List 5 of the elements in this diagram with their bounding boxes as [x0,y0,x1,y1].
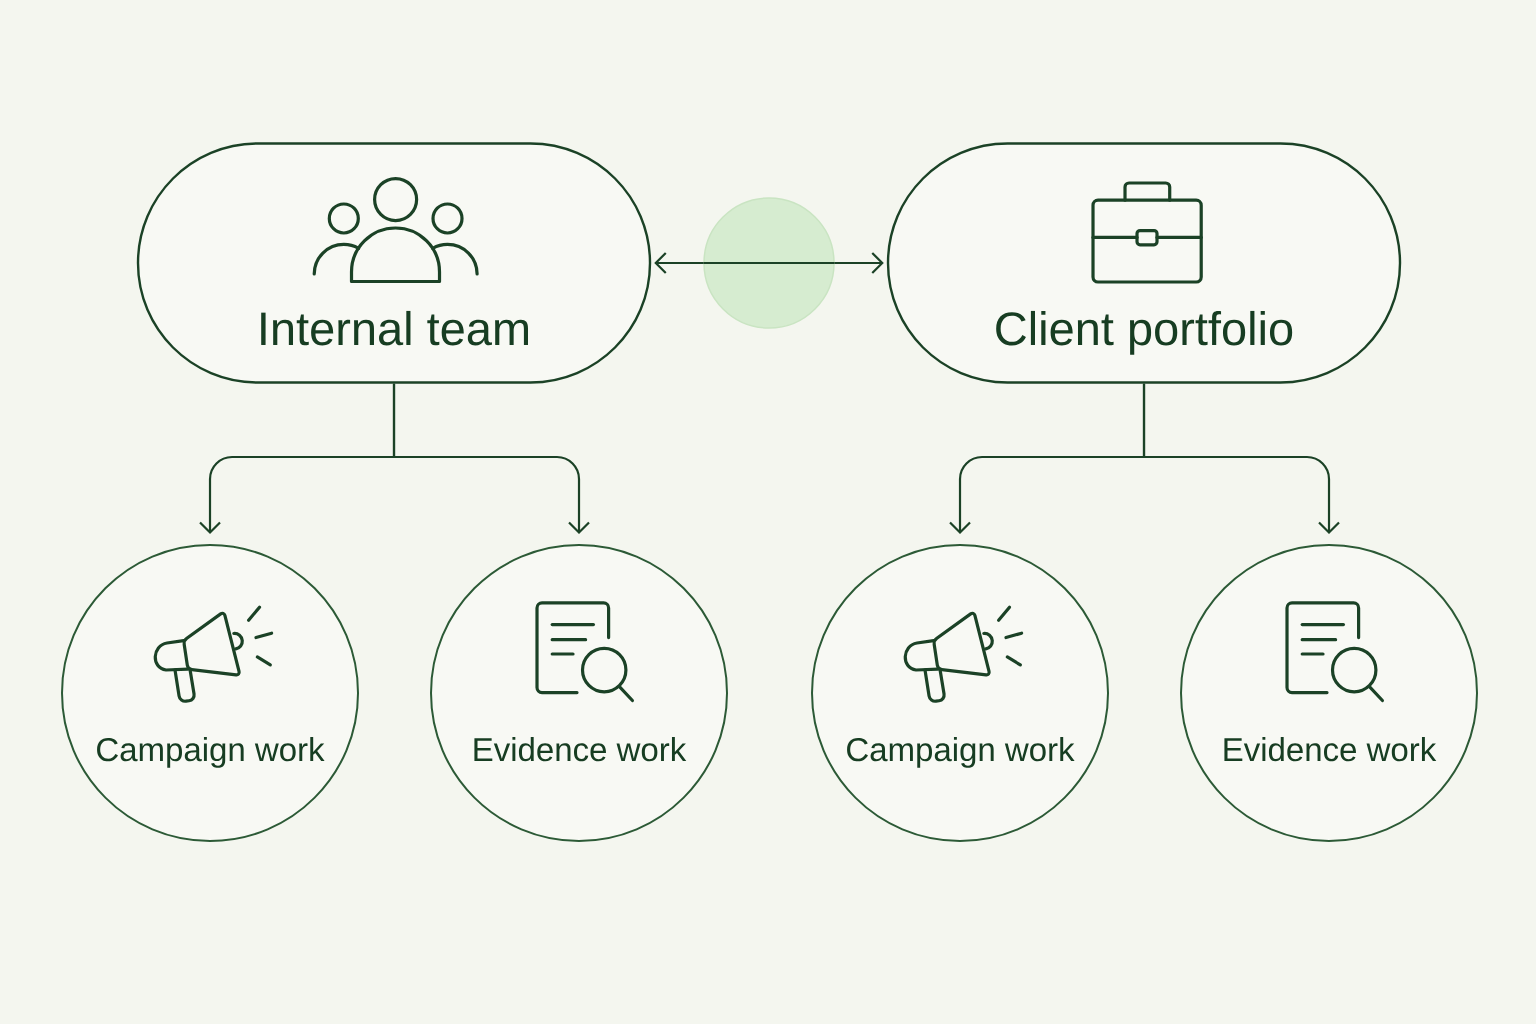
arrow [1142,383,1340,534]
arrow [834,252,884,274]
arrow [392,383,590,534]
arrow [654,252,704,274]
filled-circle [703,197,835,329]
